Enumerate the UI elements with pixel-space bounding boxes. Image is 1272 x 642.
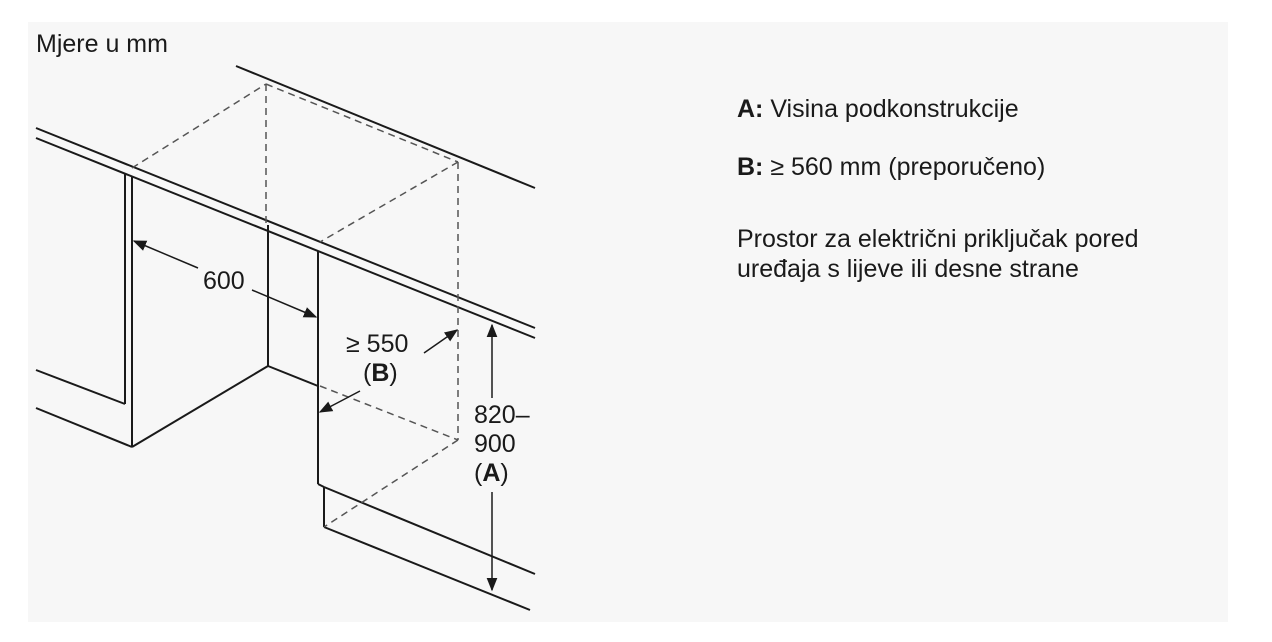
- niche-floor-back: [267, 365, 319, 387]
- right-cabinet-corner: [317, 483, 325, 488]
- legend-text-b: ≥ 560 mm (preporučeno): [763, 153, 1046, 181]
- height-dimension-key: (A): [474, 459, 509, 487]
- height-dimension-line1: 820–: [474, 401, 530, 429]
- worktop-front-edge-top: [35, 127, 536, 329]
- depth-dimension-key: (B): [363, 359, 398, 387]
- note-line-1: Prostor za električni priključak pored: [737, 225, 1139, 253]
- worktop: [35, 65, 536, 339]
- appliance-outline: [131, 83, 459, 528]
- height-dimension-line2: 900: [474, 430, 516, 458]
- right-cabinet-bottom-edge: [323, 486, 536, 575]
- note-line-2: uređaja s lijeve ili desne strane: [737, 255, 1079, 283]
- depth-dimension-label: ≥ 550: [346, 330, 408, 358]
- legend-key-b: B:: [737, 153, 764, 181]
- outline-top-left: [131, 83, 267, 169]
- depth-arrow-bottom: [318, 390, 361, 413]
- right-cabinet: [317, 251, 536, 611]
- outline-top-back: [265, 83, 459, 163]
- legend-text-a: Visina podkonstrukcije: [763, 95, 1019, 123]
- dimension-lines: [132, 240, 498, 592]
- outline-top-right: [319, 161, 459, 243]
- diagram-panel: [28, 22, 1228, 622]
- electrical-connection-note: Prostor za električni priključak pored u…: [737, 224, 1237, 284]
- legend-item-a: A: Visina podkonstrukcije: [737, 94, 1237, 124]
- worktop-front-edge-bottom: [35, 137, 536, 339]
- niche-floor-left: [131, 365, 269, 448]
- outline-floor-front: [323, 439, 459, 528]
- legend: A: Visina podkonstrukcije B: ≥ 560 mm (p…: [737, 94, 1237, 284]
- width-arrow-right: [251, 289, 318, 318]
- legend-key-a: A:: [737, 95, 764, 123]
- worktop-back-edge: [235, 65, 536, 189]
- width-arrow-left: [132, 240, 199, 269]
- left-cabinet-bottom-edge: [35, 369, 126, 405]
- units-label: Mjere u mm: [36, 30, 168, 58]
- left-cabinet-plinth-edge: [35, 407, 133, 448]
- outline-floor-back: [319, 385, 459, 441]
- depth-arrow-top: [423, 329, 459, 354]
- left-cabinet: [35, 174, 319, 448]
- legend-item-b: B: ≥ 560 mm (preporučeno): [737, 152, 1237, 182]
- right-cabinet-plinth-edge: [323, 526, 531, 611]
- width-dimension-label: 600: [203, 267, 245, 295]
